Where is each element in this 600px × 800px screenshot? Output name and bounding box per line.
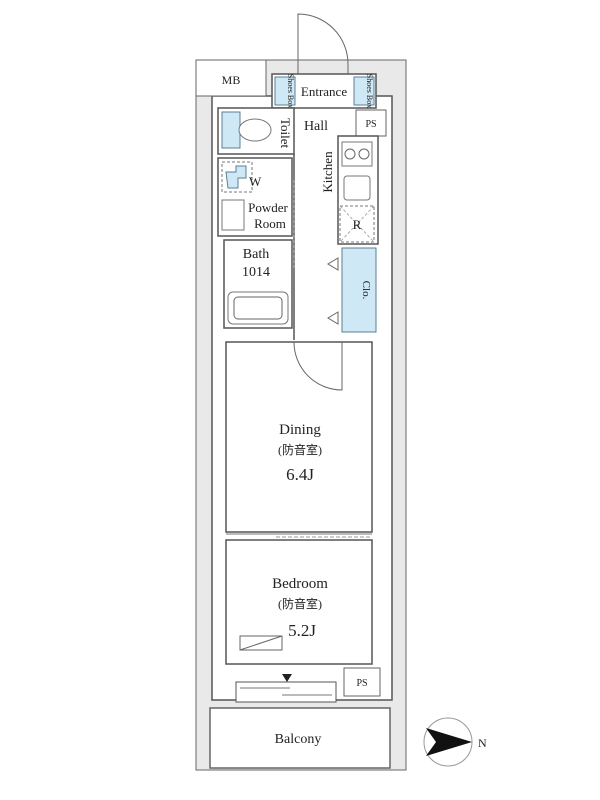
fridge-cross-2 [339, 205, 375, 243]
ps-top-label: PS [365, 119, 376, 130]
stove [341, 141, 373, 167]
bedroom-size: 5.2J [288, 621, 316, 640]
bath-size-label: 1014 [242, 265, 270, 280]
kitchen-sink [343, 175, 371, 201]
powder-room-label-2: Room [254, 216, 286, 231]
shoes-box-left-label: Shoes Box [286, 74, 295, 108]
fridge-cross-1 [339, 205, 375, 243]
toilet-tank [221, 111, 241, 149]
dining-room [225, 341, 373, 533]
dining-door-swing [293, 341, 343, 391]
compass-north-label: N [478, 736, 487, 750]
kitchen-label: Kitchen [320, 151, 335, 193]
bathtub [227, 291, 289, 325]
toilet-label: Toilet [278, 118, 293, 149]
shoes-box-left [274, 76, 296, 106]
ps-bottom-label: PS [356, 678, 367, 689]
mb-label: MB [222, 73, 241, 87]
w-label: W [249, 174, 262, 189]
closet [341, 247, 377, 333]
washer-icon [225, 165, 247, 189]
shoes-box-right-label: Shoes Box [365, 74, 374, 108]
refrigerator-label: R [353, 217, 362, 232]
toilet-bowl [238, 118, 272, 142]
floor-hatch-diagonal [239, 635, 283, 651]
bathtub-inner [233, 296, 283, 320]
entrance-door-swing [297, 13, 349, 74]
ps-bottom-box [343, 667, 381, 697]
entry-arrow-icon [282, 674, 292, 682]
hall-label: Hall [304, 119, 328, 134]
vanity-basin [221, 199, 245, 231]
balcony-window [235, 681, 337, 703]
burner-left [344, 148, 356, 160]
compass-needle-icon [426, 728, 472, 756]
entrance-label: Entrance [301, 84, 347, 99]
ps-top-box [355, 109, 387, 137]
bedroom [225, 539, 373, 665]
burner-right [358, 148, 370, 160]
bedroom-label: Bedroom [272, 576, 328, 592]
bedroom-note: (防音室) [278, 596, 322, 611]
mb-box [195, 59, 267, 97]
dining-note: (防音室) [278, 442, 322, 457]
balcony-label: Balcony [275, 732, 322, 747]
balcony-area [209, 707, 391, 769]
closet-label: Clo. [360, 281, 372, 300]
bath-label: Bath [243, 247, 269, 262]
shoes-box-right [353, 76, 375, 106]
dining-size: 6.4J [286, 465, 314, 484]
closet-door-mark [327, 257, 339, 325]
dining-label: Dining [279, 422, 321, 438]
powder-room-label-1: Powder [248, 200, 288, 215]
